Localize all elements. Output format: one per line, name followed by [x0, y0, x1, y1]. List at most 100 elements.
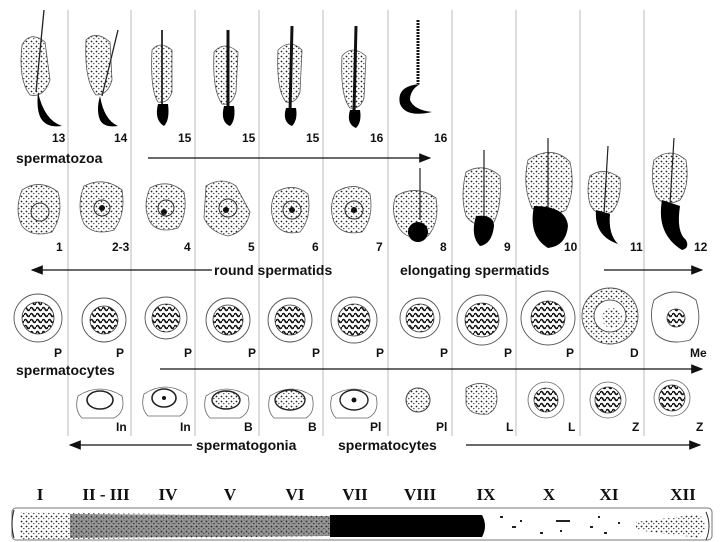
- step-label: 8: [440, 240, 447, 254]
- stage-label: VII: [342, 485, 368, 504]
- spermatocytes-row: [14, 288, 699, 345]
- sperm-icon: [214, 30, 238, 126]
- cell-icon: [582, 288, 638, 344]
- cell-icon: [146, 184, 185, 230]
- cell-icon: [77, 389, 123, 418]
- stage-label: IV: [159, 485, 179, 504]
- step-label: In: [116, 420, 127, 434]
- sperm-icon: [526, 138, 573, 248]
- step-label: P: [440, 346, 448, 360]
- step-label: 6: [312, 240, 319, 254]
- cell-icon: [457, 295, 507, 345]
- sperm-icon: [86, 30, 118, 126]
- sperm-icon: [399, 20, 432, 114]
- stage-label: XI: [600, 485, 619, 504]
- cell-icon: [18, 184, 60, 234]
- stage-label: XII: [670, 485, 696, 504]
- cell-icon: [400, 298, 440, 338]
- spermatocytes-bottom-label: spermatocytes: [338, 437, 437, 453]
- cell-icon: [590, 382, 626, 418]
- cell-icon: [145, 297, 187, 339]
- step-label: 4: [184, 240, 191, 254]
- round-spermatids-label: round spermatids: [214, 262, 332, 278]
- sperm-icon: [21, 10, 62, 126]
- spermatozoa-row: [21, 10, 432, 128]
- sperm-icon: [652, 138, 687, 250]
- cell-icon: [651, 292, 698, 342]
- step-label: 1: [56, 240, 63, 254]
- step-label: 14: [114, 131, 128, 145]
- cell-icon: [143, 387, 187, 416]
- elongating-spermatids-label: elongating spermatids: [400, 262, 550, 278]
- stage-label: X: [543, 485, 556, 504]
- step-label: 12: [694, 240, 708, 254]
- step-label: 5: [248, 240, 255, 254]
- step-label: P: [248, 346, 256, 360]
- step-label: D: [630, 346, 639, 360]
- stage-numerals: I II - III IV V VI VII VIII IX X XI XII: [37, 485, 696, 504]
- stage-label: VIII: [404, 485, 437, 504]
- step-label: P: [184, 346, 192, 360]
- sperm-icon: [588, 146, 620, 244]
- stage-label: IX: [477, 485, 497, 504]
- cell-icon: [331, 297, 377, 343]
- cell-icon: [80, 182, 123, 232]
- cell-icon: [406, 388, 430, 412]
- stage-label: I: [37, 485, 44, 504]
- cell-icon: [204, 181, 250, 236]
- step-label: Pl: [436, 420, 447, 434]
- step-label: 10: [564, 240, 578, 254]
- spermatids-row: [18, 138, 687, 250]
- cell-icon: [654, 380, 690, 416]
- step-label: B: [244, 420, 253, 434]
- sperm-icon: [278, 26, 302, 126]
- spermatocytes-letters: P P P P P P P P P D Me: [54, 346, 707, 360]
- cell-icon: [269, 389, 313, 418]
- step-label: 15: [178, 131, 192, 145]
- cell-icon: [82, 298, 126, 342]
- sperm-icon: [342, 26, 366, 128]
- spermatogonia-row: [77, 380, 690, 418]
- cell-icon: [331, 186, 371, 232]
- step-label: 15: [242, 131, 256, 145]
- cell-icon: [331, 389, 377, 418]
- step-label: P: [566, 346, 574, 360]
- step-label: P: [504, 346, 512, 360]
- step-label: Z: [632, 420, 639, 434]
- cell-icon: [14, 294, 62, 342]
- step-label: P: [312, 346, 320, 360]
- stage-label: V: [224, 485, 237, 504]
- spermatogonia-letters: In In B B Pl Pl L L Z Z: [116, 420, 703, 434]
- step-label: 11: [630, 240, 643, 254]
- cell-icon: [466, 383, 497, 414]
- step-label: 15: [306, 131, 320, 145]
- spermatids-numbers: 1 2-3 4 5 6 7 8 9 10 11 12: [56, 240, 708, 254]
- step-label: In: [180, 420, 191, 434]
- step-label: B: [308, 420, 317, 434]
- spermatogonia-label: spermatogonia: [196, 437, 297, 453]
- cell-icon: [205, 389, 249, 418]
- step-label: 13: [52, 131, 66, 145]
- stage-label: VI: [286, 485, 305, 504]
- cell-icon: [206, 298, 250, 342]
- step-label: Pl: [370, 420, 381, 434]
- cell-icon: [521, 291, 575, 345]
- step-label: Z: [696, 420, 703, 434]
- spermatocytes-label: spermatocytes: [16, 362, 115, 378]
- cell-icon: [393, 168, 437, 242]
- step-label: L: [568, 420, 575, 434]
- cell-icon: [528, 382, 564, 418]
- step-label: 16: [370, 131, 384, 145]
- sperm-icon: [152, 30, 172, 126]
- step-label: 16: [434, 131, 448, 145]
- step-label: Me: [690, 346, 707, 360]
- step-label: L: [506, 420, 513, 434]
- cell-icon: [271, 187, 309, 232]
- step-label: 2-3: [112, 240, 130, 254]
- stage-band: [12, 508, 712, 540]
- stage-label: II - III: [82, 485, 130, 504]
- sperm-icon: [463, 150, 500, 246]
- spermatozoa-label: spermatozoa: [16, 150, 103, 166]
- cell-icon: [268, 298, 312, 342]
